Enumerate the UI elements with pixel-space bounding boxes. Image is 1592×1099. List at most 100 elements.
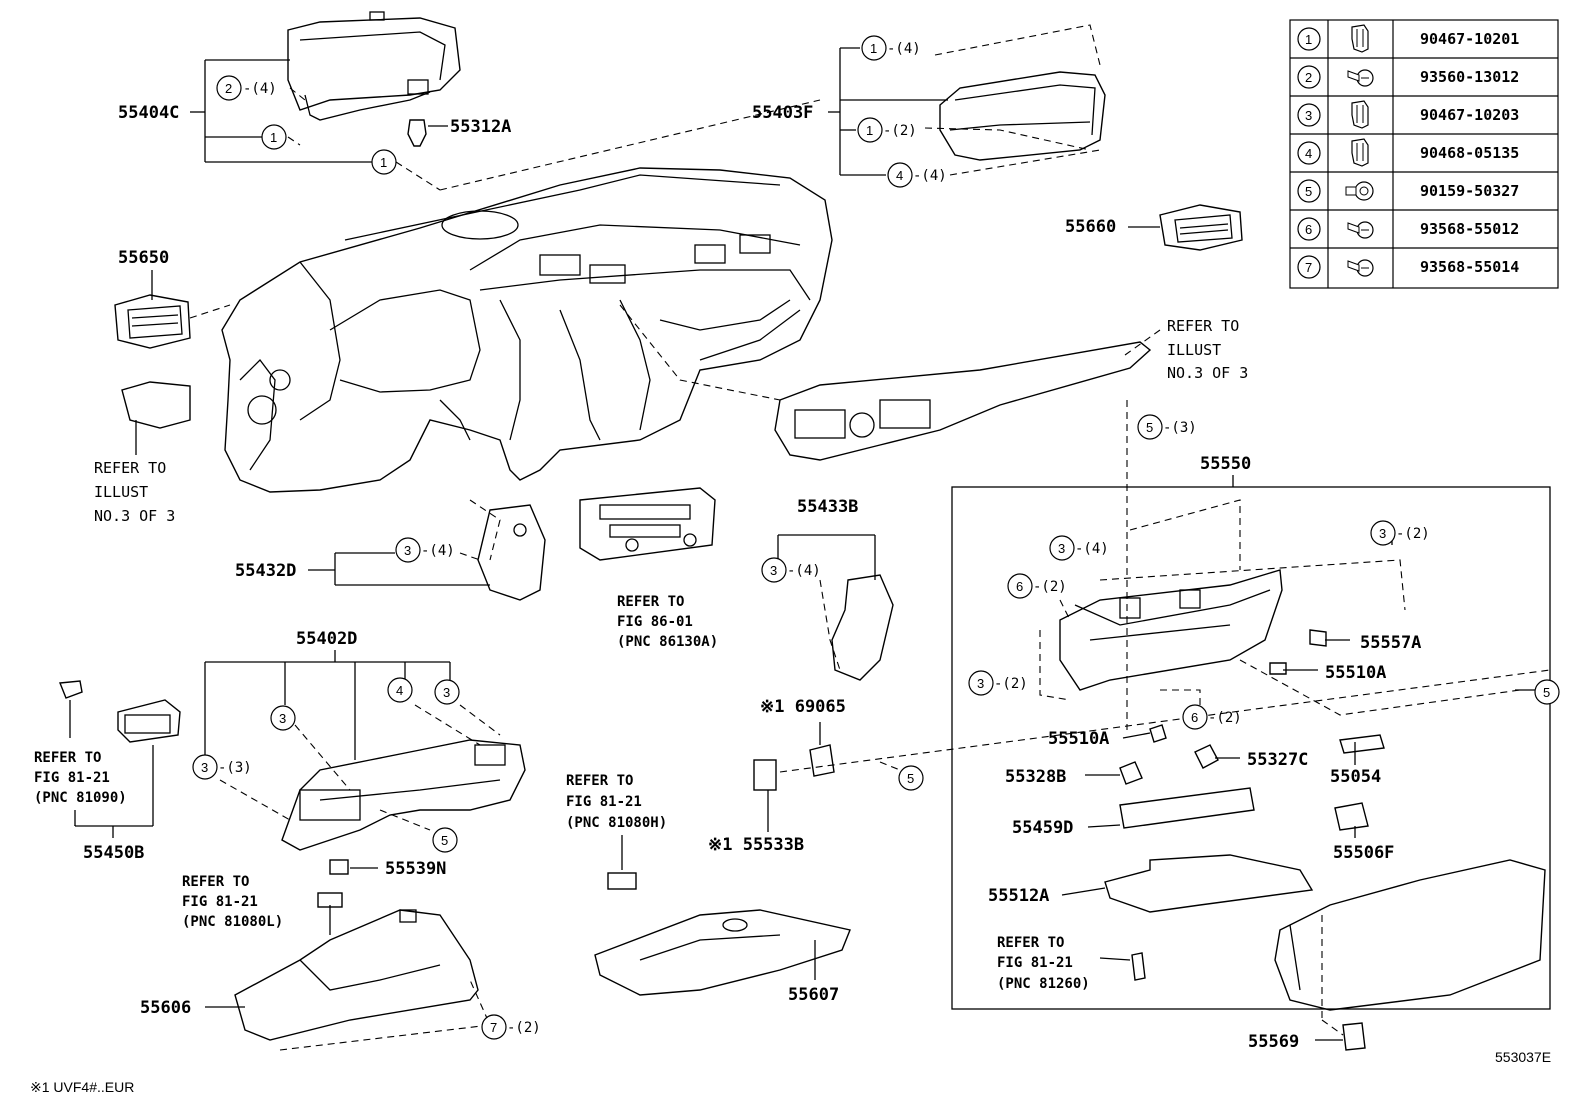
table-row-number: 7 <box>1305 260 1312 275</box>
part-label-55569: 55569 <box>1248 1032 1299 1052</box>
table-row-number: 6 <box>1305 222 1312 237</box>
ref-fig81-81090-line3: (PNC 81090) <box>34 790 127 806</box>
callout-5: 5 <box>1543 685 1550 700</box>
ref-illust-b-line1: REFER TO <box>1167 317 1239 335</box>
callout-3: 3 <box>443 685 450 700</box>
footnote: ※1 UVF4#..EUR <box>30 1079 134 1095</box>
callout-qty: -(2) <box>507 1020 541 1036</box>
side-panel-55432D-illustration <box>477 504 546 601</box>
ref-illust-a-line1: REFER TO <box>94 459 166 477</box>
display-housing-illustration <box>939 71 1106 161</box>
part-label-55328B: 55328B <box>1005 767 1066 787</box>
part-label-55404C: 55404C <box>118 103 179 123</box>
screw-icon <box>1347 221 1374 239</box>
callout-qty: -(2) <box>1033 579 1067 595</box>
ref-fig81-81260-line3: (PNC 81260) <box>997 976 1090 992</box>
callout-4: 4 <box>396 683 403 698</box>
clip-icon <box>1351 138 1369 167</box>
callout-qty: -(4) <box>243 81 277 97</box>
ref-fig81-81080L-line2: FIG 81-21 <box>182 894 258 910</box>
callout-5: 5 <box>1146 420 1153 435</box>
callout-4: 4 <box>896 168 903 183</box>
part-label-55606: 55606 <box>140 998 191 1018</box>
callout-qty: -(2) <box>994 676 1028 692</box>
table-row-number-circle <box>1297 179 1321 203</box>
leader-lines <box>69 24 1551 1051</box>
ref-fig81-81260-line2: FIG 81-21 <box>997 955 1073 971</box>
switch-55450B-illustration <box>59 680 181 743</box>
table-row-number: 1 <box>1305 32 1312 47</box>
part-label-55607: 55607 <box>788 985 839 1005</box>
part-label-55550: 55550 <box>1200 454 1251 474</box>
small-parts-illustration <box>317 629 1385 1051</box>
callout-5: 5 <box>907 771 914 786</box>
lower-cover-55606-illustration <box>234 909 479 1041</box>
table-row-number-circle <box>1297 255 1321 279</box>
ref-fig81-81080H-line2: FIG 81-21 <box>566 794 642 810</box>
part-label-55510A: 55510A <box>1325 663 1386 683</box>
instrument-panel-illustration <box>221 167 833 493</box>
ref-fig81-81080L-line1: REFER TO <box>182 874 249 890</box>
callout-3: 3 <box>1058 541 1065 556</box>
part-label-55403F: 55403F <box>752 103 813 123</box>
callout-qty: -(4) <box>421 543 455 559</box>
reference-notes: REFER TO ILLUST NO.3 OF 3 REFER TO ILLUS… <box>34 317 1248 992</box>
table-row-number: 3 <box>1305 108 1312 123</box>
part-label-55557A: 55557A <box>1360 633 1421 653</box>
part-labels: 55404C 55312A 55403F 55660 55650 55432D … <box>83 103 1421 1052</box>
callout-3: 3 <box>404 543 411 558</box>
ref-fig81-81080H-line1: REFER TO <box>566 773 633 789</box>
table-row-part-number: 90468-05135 <box>1420 144 1519 162</box>
callout-3: 3 <box>279 711 286 726</box>
vent-55660-illustration <box>1159 204 1243 251</box>
glovebox-frame-illustration <box>1059 569 1283 691</box>
ref-fig81-81080L-line3: (PNC 81080L) <box>182 914 283 930</box>
ref-illust-a-line3: NO.3 OF 3 <box>94 507 175 525</box>
callout-3: 3 <box>770 563 777 578</box>
callout-qty: -(2) <box>1396 526 1430 542</box>
table-row-number: 5 <box>1305 184 1312 199</box>
fastener-table <box>1289 19 1559 289</box>
part-label-55312A: 55312A <box>450 117 511 137</box>
callouts: 2-(4) 1 1 1-(4) 1-(2) 4-(4) 5-(3) 3-(4) … <box>192 35 1560 1040</box>
part-label-55450B: 55450B <box>83 843 144 863</box>
callout-qty: -(3) <box>1163 420 1197 436</box>
table-row-number-circle <box>1297 217 1321 241</box>
table-row-number-circle <box>1297 141 1321 165</box>
cluster-hood-illustration <box>287 11 461 121</box>
clip-icon <box>1351 100 1369 129</box>
callout-6: 6 <box>1191 710 1198 725</box>
audio-unit-illustration <box>579 487 716 561</box>
callout-2: 2 <box>225 81 232 96</box>
lower-panel-55402D-illustration <box>281 739 526 851</box>
callout-5: 5 <box>441 833 448 848</box>
callout-1: 1 <box>270 130 277 145</box>
part-label-55660: 55660 <box>1065 217 1116 237</box>
table-row-number-circle <box>1297 27 1321 51</box>
glovebox-parts-illustration <box>1104 787 1546 1011</box>
table-row-part-number: 93568-55014 <box>1420 258 1519 276</box>
side-panel-55433B-illustration <box>831 574 894 681</box>
table-row-number-circle <box>1297 65 1321 89</box>
callout-qty: -(4) <box>1075 541 1109 557</box>
ref-illust-a-line2: ILLUST <box>94 483 148 501</box>
callout-qty: -(4) <box>787 563 821 579</box>
part-label-55433B: 55433B <box>797 497 858 517</box>
under-cover-55607-illustration <box>594 909 851 996</box>
ref-fig86-line3: (PNC 86130A) <box>617 634 718 650</box>
screw-icon <box>1347 259 1374 277</box>
table-row-number: 2 <box>1305 70 1312 85</box>
callout-3: 3 <box>977 676 984 691</box>
callout-qty: -(2) <box>883 123 917 139</box>
part-label-55650: 55650 <box>118 248 169 268</box>
part-label-55533B: ※1 55533B <box>708 835 804 855</box>
callout-qty: -(2) <box>1208 710 1242 726</box>
part-label-69065: ※1 69065 <box>760 697 846 717</box>
table-row-number: 4 <box>1305 146 1312 161</box>
ref-illust-b-line2: ILLUST <box>1167 341 1221 359</box>
part-label-55327C: 55327C <box>1247 750 1308 770</box>
ref-fig81-81260-line1: REFER TO <box>997 935 1064 951</box>
clip-55312A-illustration <box>407 119 427 147</box>
